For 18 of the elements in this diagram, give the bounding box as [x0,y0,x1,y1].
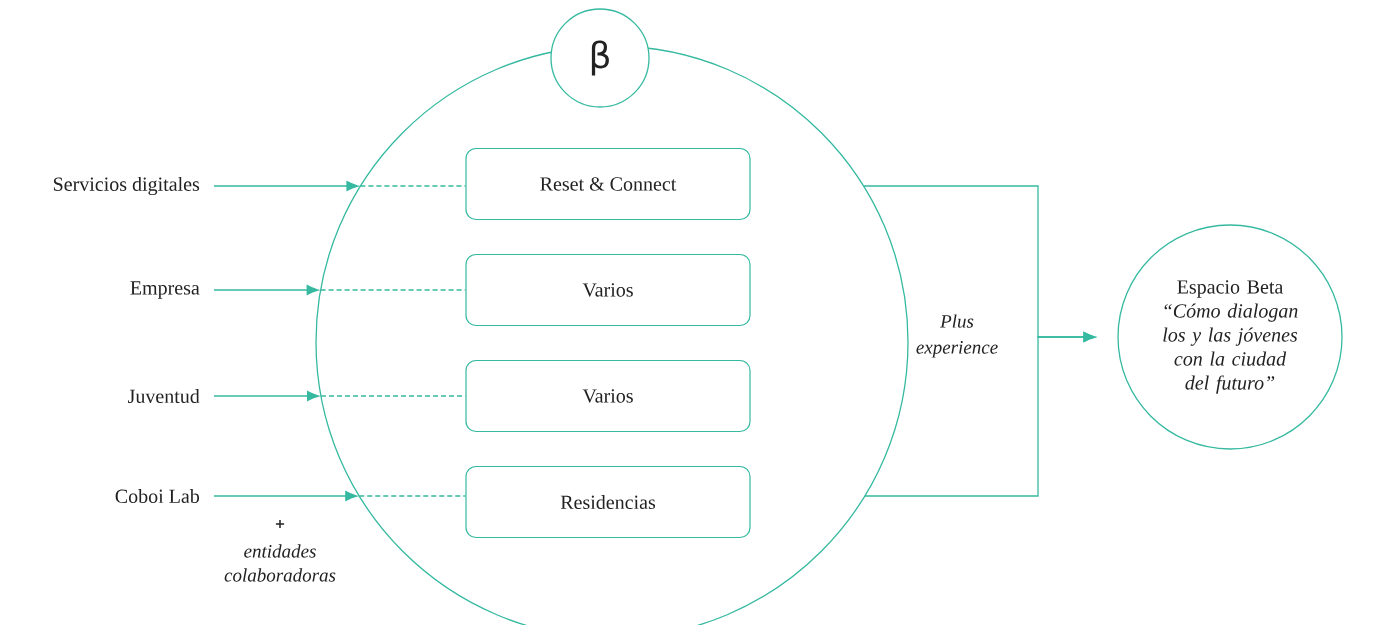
arrow [306,285,319,295]
rounded-box: Varios [465,359,751,433]
source-label: Juventud [128,388,200,404]
connector-line [359,185,467,187]
rounded-box: Reset & Connect [465,147,751,221]
rounded-box: Residencias [465,465,751,539]
plus-sign: + [275,519,285,529]
arrow [346,181,359,191]
source-label: Coboi Lab [115,488,200,504]
connector-line [358,495,467,497]
rounded-box: Varios [465,253,751,327]
note-text: entidades colaboradoras [224,544,336,582]
line-label: Plus experience [916,314,998,358]
arrow [307,391,320,401]
source-label: Servicios digitales [53,176,200,196]
arrow [864,332,1096,497]
arrow [345,491,358,501]
source-label: Empresa [130,281,200,299]
